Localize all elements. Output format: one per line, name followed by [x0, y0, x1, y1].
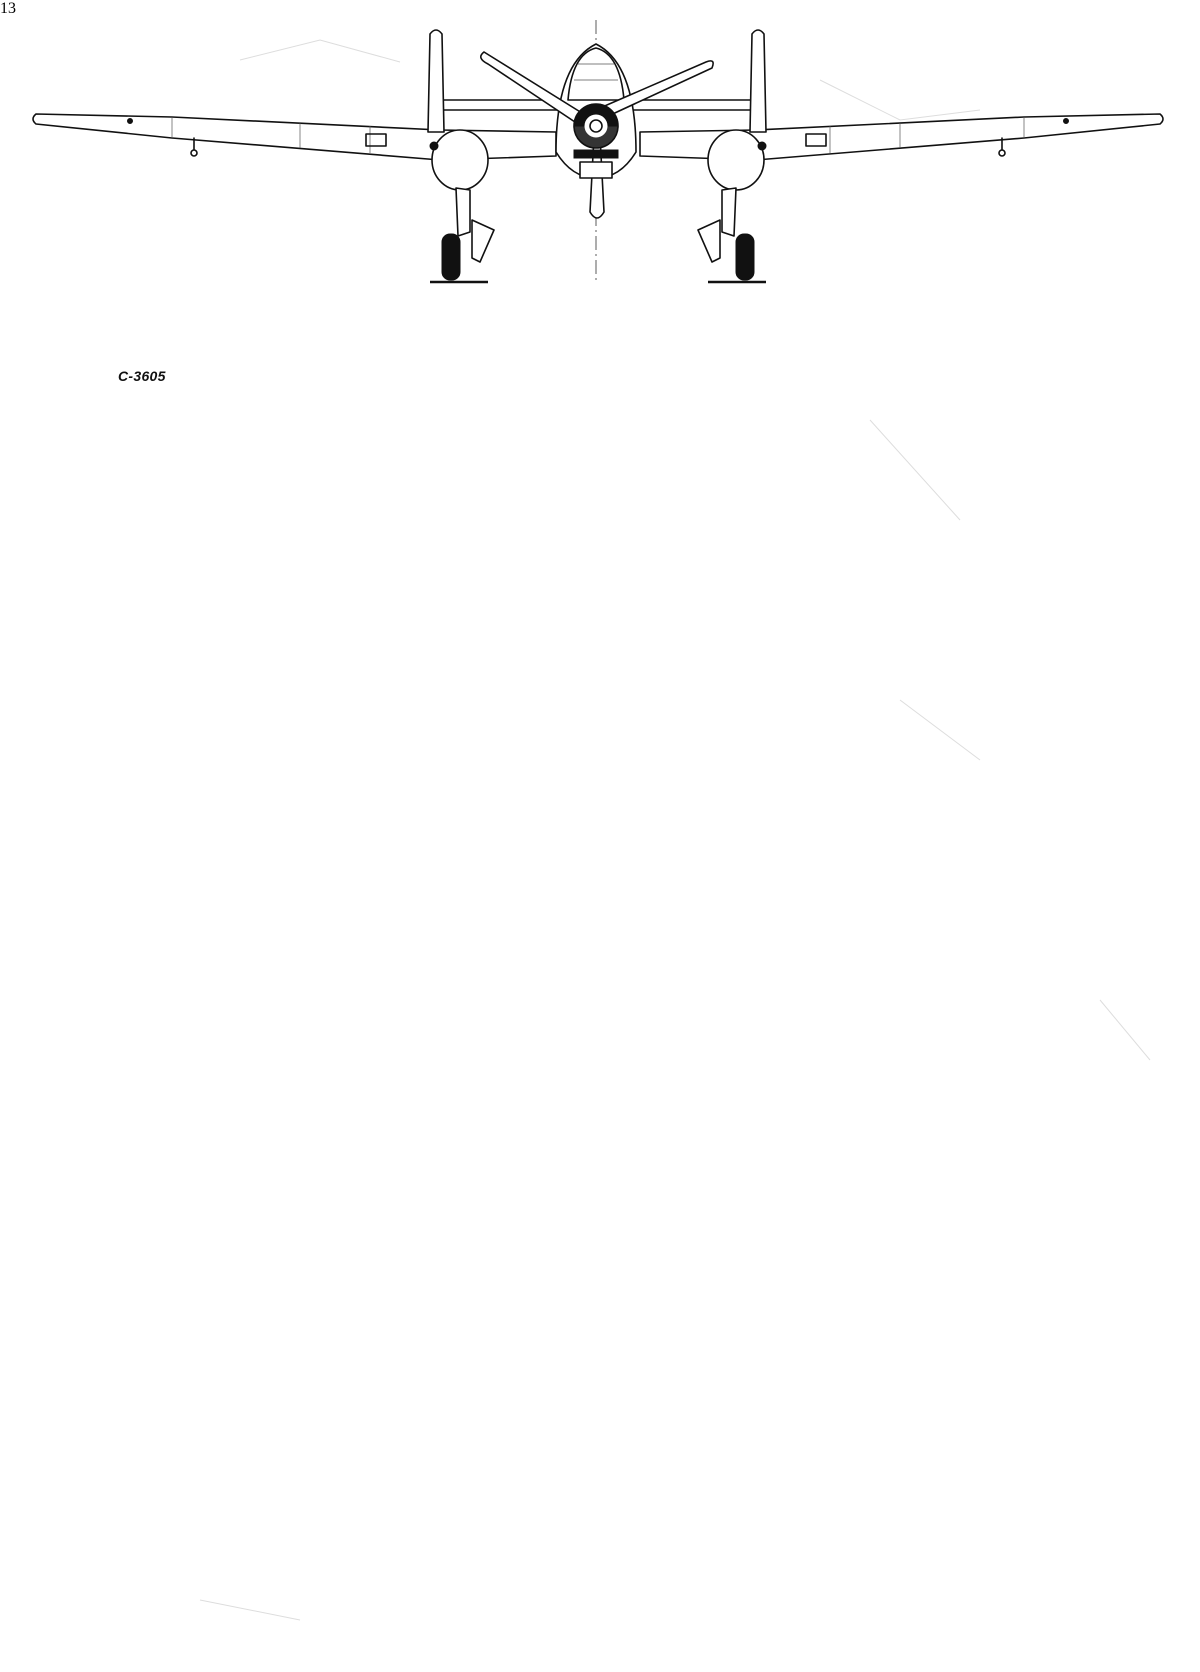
- plan-wing-lower: 13: [0, 0, 16, 17]
- front-nacelle-right: [707, 129, 765, 191]
- front-fin-right: [749, 29, 767, 133]
- front-propeller-blade: [480, 51, 591, 129]
- front-nacelle-left: [431, 129, 489, 191]
- front-fin-left: [427, 29, 445, 133]
- plan-canopy: 13: [0, 0, 16, 17]
- plan-fuselage: 13: [0, 0, 16, 17]
- front-canopy: [567, 47, 625, 101]
- plan-spinner: 13: [0, 0, 16, 17]
- plan-wing-upper: 13: [0, 0, 16, 17]
- front-wing-right: [639, 113, 1164, 161]
- plan-view: 13: [0, 0, 16, 17]
- drawing-designation: C-3605: [118, 368, 166, 384]
- plan-roundel: 13: [0, 0, 16, 17]
- plan-fuselage-marking: 13: [0, 0, 16, 17]
- plan-propeller: 13: [0, 0, 16, 17]
- front-wing-left: [32, 113, 557, 161]
- front-view: [32, 20, 1164, 284]
- background-ghost-lines: [199, 39, 1151, 1621]
